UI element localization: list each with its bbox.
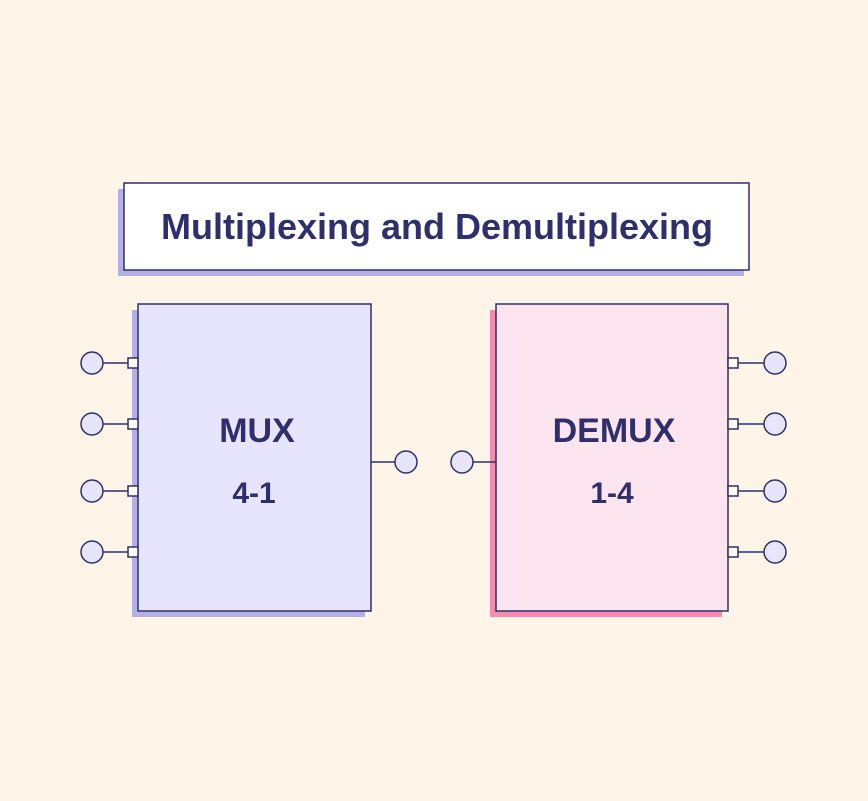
- title-text: Multiplexing and Demultiplexing: [161, 206, 713, 247]
- demux-output-terminal: [763, 540, 787, 564]
- demux-input-pin: [450, 450, 496, 474]
- demux-input-terminal: [450, 450, 474, 474]
- demux-output-port: [727, 485, 739, 497]
- mux-input-port: [127, 546, 139, 558]
- mux-box: [137, 303, 372, 612]
- demux-output-terminal: [763, 479, 787, 503]
- mux-ratio: 4-1: [232, 477, 275, 510]
- demux-outputs: [727, 351, 787, 564]
- demux-ratio: 1-4: [590, 477, 634, 510]
- mux-input-terminal: [80, 351, 104, 375]
- demux-output-terminal: [763, 351, 787, 375]
- mux-input-terminal: [80, 479, 104, 503]
- demux-box: [495, 303, 729, 612]
- demux-output-port: [727, 418, 739, 430]
- mux-input-terminal: [80, 540, 104, 564]
- demux-output-port: [727, 546, 739, 558]
- mux-input-terminal: [80, 412, 104, 436]
- demux-output-port: [727, 357, 739, 369]
- mux-inputs: [80, 351, 139, 564]
- demux-label: DEMUX: [553, 412, 676, 450]
- mux-output-pin: [371, 450, 418, 474]
- title-box: Multiplexing and Demultiplexing: [118, 182, 750, 276]
- demux-block: DEMUX 1-4: [450, 303, 787, 617]
- mux-output-terminal: [394, 450, 418, 474]
- demux-output-terminal: [763, 412, 787, 436]
- mux-label: MUX: [219, 412, 295, 450]
- mux-input-port: [127, 485, 139, 497]
- mux-input-port: [127, 418, 139, 430]
- mux-block: MUX 4-1: [80, 303, 418, 617]
- mux-input-port: [127, 357, 139, 369]
- title-frame: [123, 182, 750, 271]
